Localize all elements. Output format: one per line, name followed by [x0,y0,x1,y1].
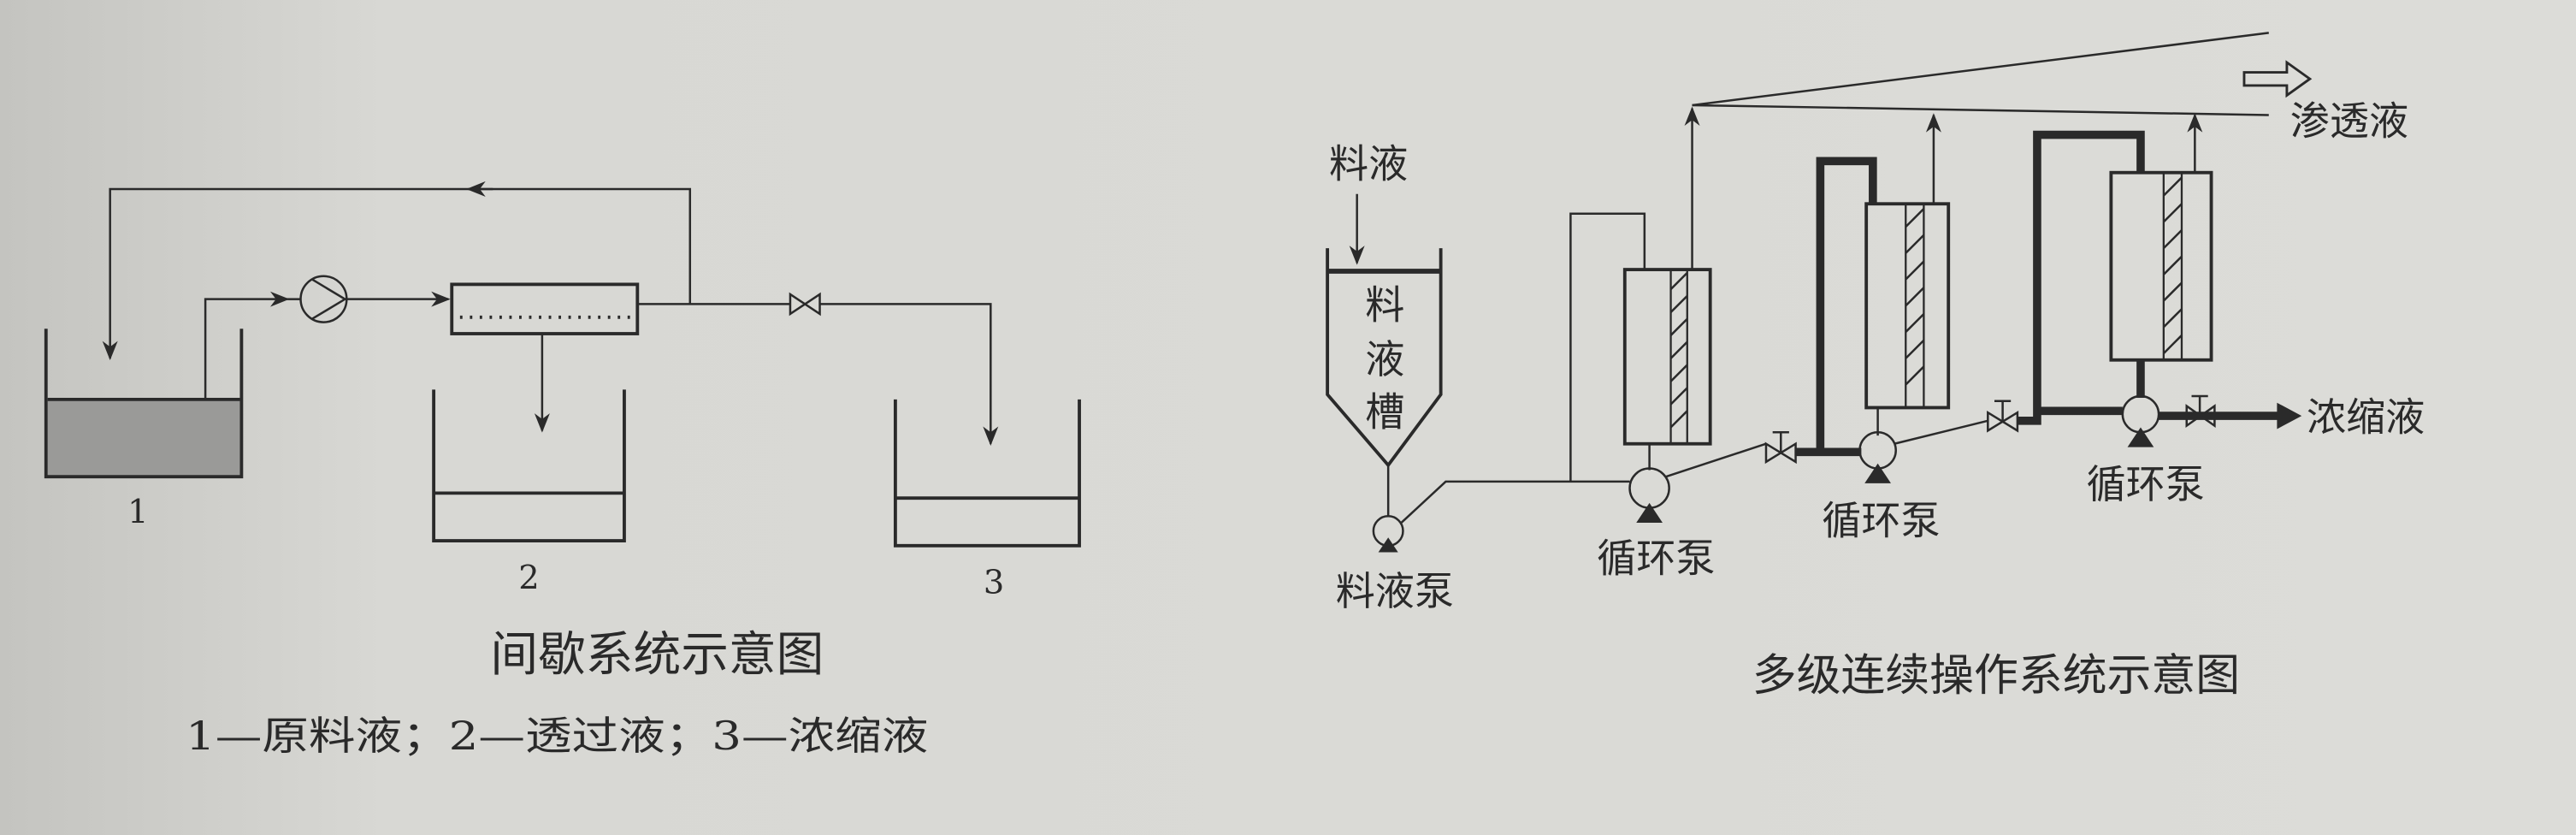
tank-label-1: 1 [127,493,148,531]
circulation-pump-2-label: 循环泵 [1822,497,1940,543]
batch-system-legend: 1—原料液；2—透过液；3—浓缩液 [186,713,928,759]
valve-2-icon [1987,400,2019,433]
return-pipe [102,187,692,361]
permeate-outlet-arrow-icon [2242,60,2313,98]
membrane-module-3 [2109,170,2213,362]
stage2-recycle-loop [1816,157,1877,453]
valve-3-icon [2185,394,2216,429]
feed-pump-label: 料液泵 [1336,568,1454,614]
circulation-pump-3-label: 循环泵 [2087,461,2205,507]
feed-liquid [47,399,240,477]
valve-1-icon [1764,431,1797,465]
concentrate-tank-3 [893,399,1081,548]
stage1-outlet-pipe [1665,442,1767,478]
feed-pipe [1400,480,1630,524]
feed-pump-icon [1372,515,1404,553]
tank-label-2: 2 [518,559,539,597]
tank-label-3: 3 [984,564,1004,602]
circulation-pump-2-icon [1858,431,1897,483]
permeate-header-upper [1692,32,2269,107]
batch-system-title: 间歇系统示意图 [490,627,824,683]
feed-tank-1 [44,329,244,479]
permeate-tank-2 [432,389,626,543]
stage1-recycle-loop [1569,212,1646,482]
multistage-system-diagram: 料液 料 液 槽 料液泵 循环泵 渗 [1326,32,2425,702]
membrane-module [450,282,640,335]
feed-label: 料液 [1329,140,1408,187]
circulation-pump-1-label: 循环泵 [1597,536,1715,582]
concentrate-outlet-arrow-icon [2277,402,2302,429]
batch-system-diagram: 1 2 3 间歇系统示意图 1—原料液；2—透过液；3—浓缩液 [44,181,1081,759]
membrane-module-2 [1864,202,1951,410]
feed-tank-char-3: 槽 [1365,389,1404,435]
concentrate-label: 浓缩液 [2307,394,2425,440]
stage3-recycle-loop [2017,130,2145,425]
multistage-system-title: 多级连续操作系统示意图 [1752,650,2240,702]
valve-icon [789,292,821,317]
permeate-label: 渗透液 [2290,98,2408,145]
concentrate-outlet-pipe [819,303,999,446]
permeate-header-lower [1692,104,2269,116]
feed-tank-char-2: 液 [1365,336,1404,382]
feed-tank-char-1: 料 [1365,282,1404,329]
membrane-module-1 [1622,268,1712,446]
stage2-outlet-pipe [1894,419,1988,445]
circulation-pump-1-icon [1628,467,1670,523]
suction-pipe [204,291,290,400]
